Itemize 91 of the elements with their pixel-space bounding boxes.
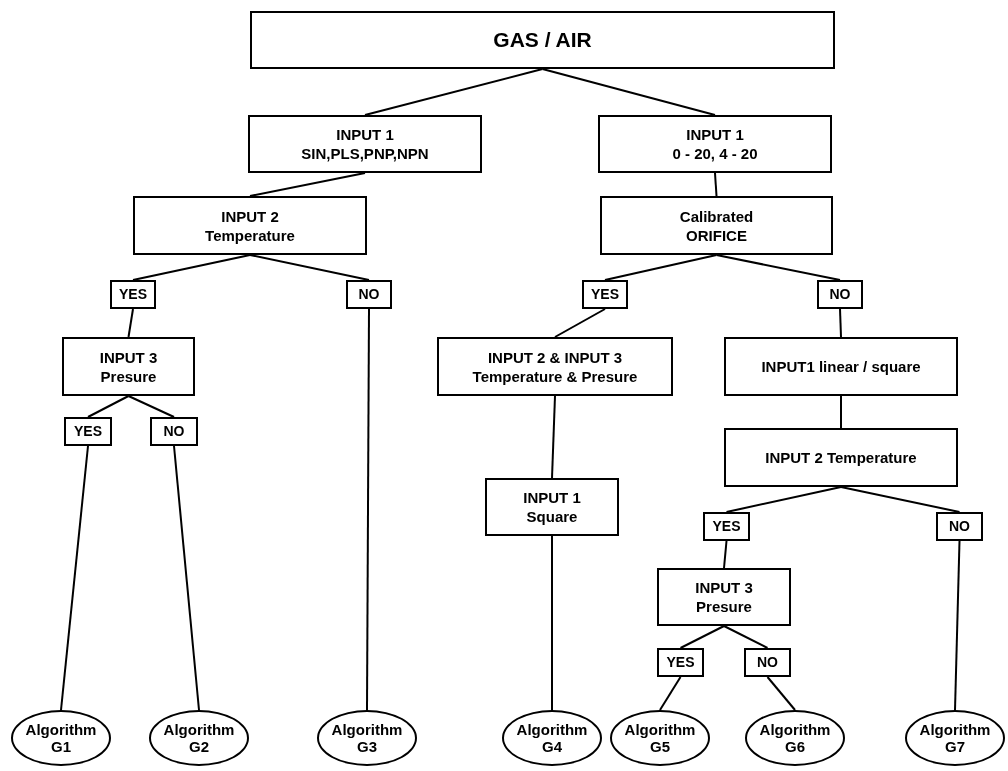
- node-text: SIN,PLS,PNP,NPN: [301, 144, 429, 163]
- connector-line: [659, 676, 682, 711]
- node-text: Temperature: [205, 225, 295, 245]
- decision-tag: [657, 648, 704, 677]
- connector-line: [132, 254, 251, 281]
- node-text: G6: [785, 738, 805, 755]
- decision-tag: [150, 417, 198, 446]
- connector-line: [249, 172, 366, 197]
- connector-line: [954, 540, 961, 711]
- node-text: G1: [51, 738, 71, 755]
- node-text: Algorithm: [919, 721, 991, 738]
- node-text: INPUT 3: [99, 347, 158, 367]
- node-text: YES: [712, 517, 741, 536]
- node-text: G4: [542, 738, 562, 755]
- node-text: Temperature & Presure: [472, 366, 638, 386]
- node-text: Algorithm: [624, 721, 696, 738]
- node-text: INPUT 1: [336, 125, 394, 144]
- node-text: NO: [829, 285, 851, 304]
- connector-line: [715, 254, 841, 281]
- node-text: Presure: [100, 366, 157, 386]
- process-box: [437, 337, 673, 396]
- node-text: Algorithm: [163, 721, 235, 738]
- decision-tag: [703, 512, 750, 541]
- connector-line: [87, 395, 130, 418]
- node-text: YES: [74, 422, 102, 441]
- node-text: NO: [757, 653, 778, 672]
- node-text: GAS / AIR: [493, 27, 592, 54]
- node-text: YES: [119, 285, 147, 304]
- node-text: INPUT 2 Temperature: [765, 448, 917, 467]
- node-text: INPUT1 linear / square: [761, 357, 921, 376]
- connector-line: [714, 172, 718, 197]
- connector-line: [840, 486, 961, 513]
- connector-line: [249, 254, 370, 281]
- connector-line: [127, 395, 175, 418]
- node-text: G5: [650, 738, 670, 755]
- process-box: [724, 428, 958, 487]
- connector-line: [725, 486, 842, 513]
- connector-line: [766, 676, 796, 711]
- process-box: [62, 337, 195, 396]
- node-text: Square: [526, 507, 578, 526]
- process-box: [133, 196, 367, 255]
- node-text: Algorithm: [516, 721, 588, 738]
- node-text: INPUT 3: [695, 578, 753, 597]
- connector-line: [541, 68, 716, 116]
- node-text: YES: [666, 653, 695, 672]
- node-text: NO: [949, 517, 970, 536]
- decision-tag: [744, 648, 791, 677]
- node-text: INPUT 1: [686, 125, 744, 144]
- node-text: NO: [163, 422, 185, 441]
- connector-line: [364, 68, 544, 116]
- decision-tag: [64, 417, 112, 446]
- connector-line: [173, 445, 200, 711]
- decision-tag: [110, 280, 156, 309]
- node-text: G2: [189, 738, 209, 755]
- connector-line: [723, 625, 769, 649]
- connector-line: [554, 308, 606, 338]
- connector-line: [840, 395, 842, 429]
- decision-tag: [582, 280, 628, 309]
- process-box: [598, 115, 832, 173]
- decision-tag: [346, 280, 392, 309]
- node-text: NO: [358, 285, 380, 304]
- connector-line: [551, 535, 553, 711]
- process-box: [248, 115, 482, 173]
- node-text: Algorithm: [25, 721, 97, 738]
- node-text: ORIFICE: [686, 225, 747, 245]
- node-text: INPUT 2 & INPUT 3: [487, 347, 623, 367]
- node-text: G7: [945, 738, 965, 755]
- connector-line: [679, 625, 725, 649]
- node-text: Calibrated: [679, 206, 754, 226]
- connector-line: [723, 540, 728, 569]
- connector-line: [60, 445, 89, 711]
- node-text: G3: [357, 738, 377, 755]
- node-text: Presure: [696, 597, 752, 616]
- node-text: Algorithm: [331, 721, 403, 738]
- decision-tag: [817, 280, 863, 309]
- connector-line: [366, 308, 370, 711]
- connector-line: [127, 308, 134, 338]
- process-box: [600, 196, 833, 255]
- connector-line: [551, 395, 556, 479]
- node-text: 0 - 20, 4 - 20: [672, 144, 758, 163]
- node-text: INPUT 2: [221, 206, 279, 226]
- process-box: [485, 478, 619, 536]
- connector-line: [604, 254, 718, 281]
- title-box: [250, 11, 835, 69]
- node-text: YES: [591, 285, 619, 304]
- process-box: [724, 337, 958, 396]
- node-text: Algorithm: [759, 721, 831, 738]
- connector-line: [839, 308, 842, 338]
- process-box: [657, 568, 791, 626]
- node-text: INPUT 1: [523, 488, 581, 507]
- decision-tag: [936, 512, 983, 541]
